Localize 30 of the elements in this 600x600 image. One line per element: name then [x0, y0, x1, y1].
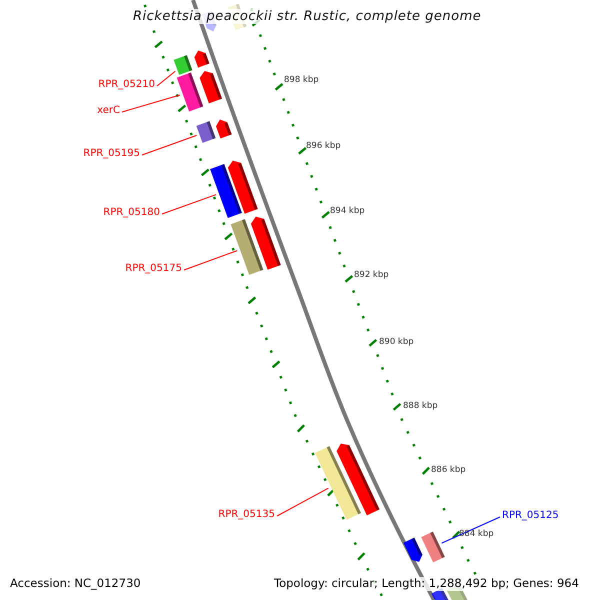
gene-feature: [210, 164, 242, 218]
leader-line: [441, 516, 500, 544]
gene-label: RPR_05180: [103, 208, 160, 218]
gene-feature: [176, 72, 204, 112]
scale-label: 892 kbp: [354, 271, 389, 280]
footer-text: Accession: NC_012730: [8, 577, 143, 590]
gene-label: RPR_05175: [125, 264, 182, 274]
gene-feature: [314, 446, 362, 520]
scale-label: 896 kbp: [306, 142, 341, 150]
gene-label: RPR_05135: [218, 510, 275, 520]
leader-line: [122, 94, 180, 112]
leader-line: [162, 194, 217, 214]
leader-line: [156, 70, 176, 86]
gene-label: RPR_05195: [83, 149, 140, 159]
gene-feature: [421, 532, 445, 562]
footer-text: Topology: circular; Length: 1,288,492 bp; Genes: 964: [272, 577, 581, 590]
scale-label: 890 kbp: [379, 338, 414, 346]
scale-label: 898 kbp: [284, 76, 319, 84]
gene-label: RPR_05210: [98, 80, 155, 90]
scale-label: 888 kbp: [403, 402, 438, 410]
leader-line: [184, 250, 238, 270]
leader-line: [276, 488, 329, 516]
scale-label: 894 kbp: [330, 207, 365, 216]
gene-label: RPR_05125: [502, 511, 559, 521]
gene-label: xerC: [97, 106, 120, 116]
gene-feature: [196, 121, 216, 143]
scale-label: 886 kbp: [431, 466, 466, 474]
scale-label: 884 kbp: [459, 530, 494, 538]
gene-feature: [230, 219, 264, 275]
gene-feature: [174, 55, 192, 75]
